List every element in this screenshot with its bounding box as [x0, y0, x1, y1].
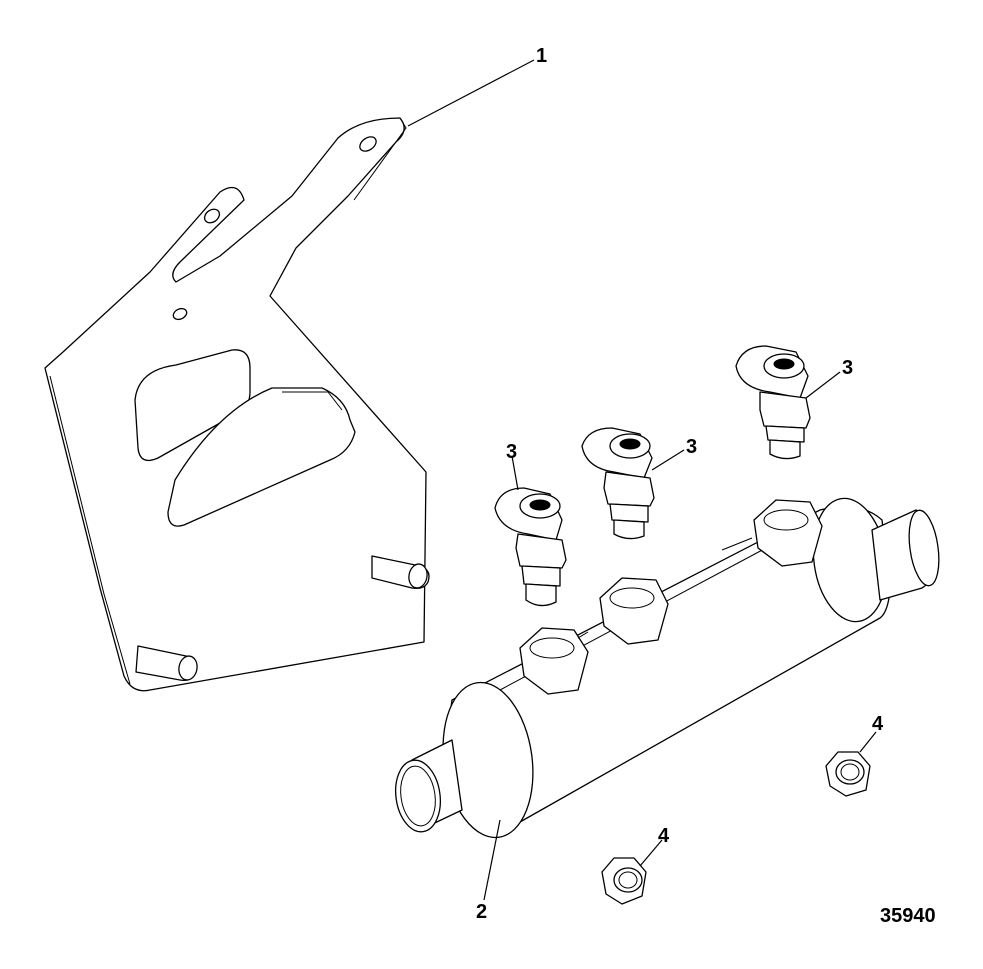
hex-nut-right [825, 751, 871, 797]
callout-3-right: 3 [842, 357, 853, 379]
callout-2: 2 [476, 901, 487, 923]
leader-lines [407, 59, 877, 901]
cooler-assembly [394, 497, 940, 839]
mounting-bracket [44, 117, 430, 692]
hex-boss-2 [599, 577, 669, 645]
callout-1: 1 [536, 45, 547, 67]
elbow-fitting-middle [581, 427, 655, 540]
hex-boss-3 [753, 499, 823, 567]
callout-4-bottom: 4 [658, 825, 670, 847]
figure-id: 35940 [880, 905, 936, 927]
hex-boss-1 [519, 627, 589, 695]
hex-nut-bottom [601, 857, 647, 905]
elbow-fitting-right [735, 345, 811, 460]
callout-4-right: 4 [872, 713, 884, 735]
elbow-fitting-left [494, 487, 567, 607]
callout-3-middle: 3 [686, 436, 697, 458]
callout-3-left: 3 [506, 441, 517, 463]
